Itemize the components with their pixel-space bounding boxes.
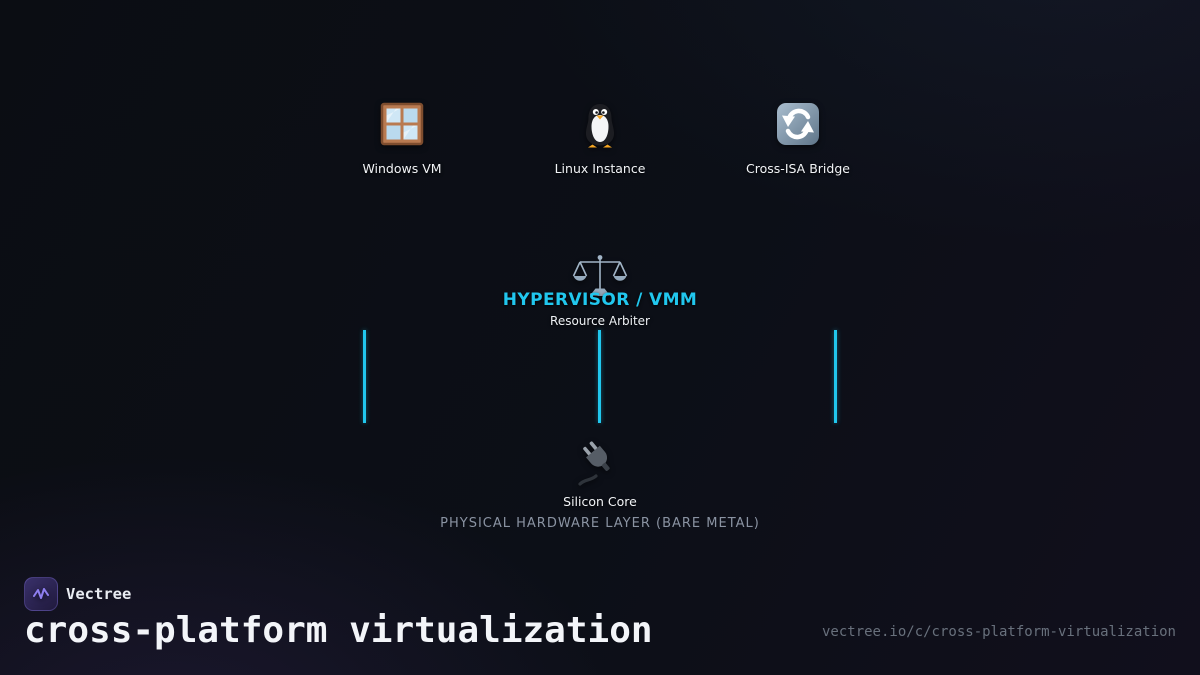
hypervisor-subtitle: Resource Arbiter (550, 314, 650, 328)
guest-cross-isa-bridge: Cross-ISA Bridge (688, 99, 908, 176)
cycle-arrows-icon (688, 99, 908, 149)
guest-linux-instance: Linux Instance (490, 99, 710, 176)
hardware-label: Silicon Core (563, 494, 637, 509)
hardware-block: Silicon Core PHYSICAL HARDWARE LAYER (BA… (320, 436, 880, 531)
waveform-icon (31, 584, 51, 604)
balance-scale-icon (571, 252, 629, 300)
connector-line-center (598, 330, 601, 423)
plug-icon (320, 436, 880, 488)
page-title: cross-platform virtualization (24, 610, 653, 651)
guest-label: Windows VM (362, 161, 442, 176)
guest-windows-vm: Windows VM (292, 99, 512, 176)
hypervisor-title: HYPERVISOR / VMM (502, 290, 698, 310)
penguin-icon (490, 99, 710, 149)
window-icon (292, 99, 512, 149)
guest-label: Linux Instance (554, 161, 646, 176)
hardware-layer-caption: PHYSICAL HARDWARE LAYER (BARE METAL) (440, 516, 760, 531)
connector-line-right (834, 330, 837, 423)
guest-label: Cross-ISA Bridge (746, 161, 850, 176)
hypervisor-block: HYPERVISOR / VMM Resource Arbiter (390, 252, 810, 328)
connector-line-left (363, 330, 366, 423)
page-url: vectree.io/c/cross-platform-virtualizati… (821, 624, 1176, 640)
brand-name: Vectree (66, 585, 132, 603)
vectree-logo (24, 577, 58, 611)
